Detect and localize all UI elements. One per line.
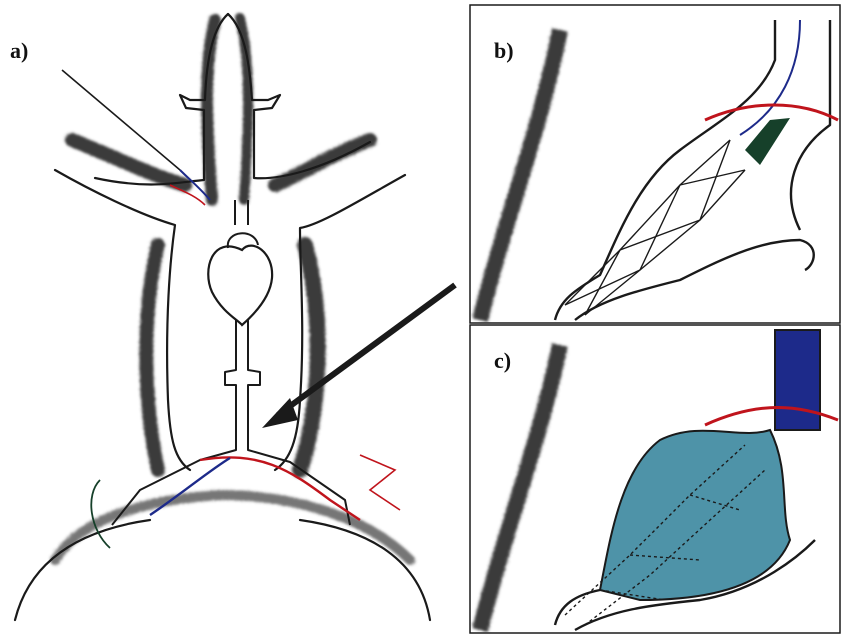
panel-a-mouse-diagram <box>15 14 455 620</box>
pointer-arrow-large <box>262 285 455 428</box>
panel-label-b: b) <box>494 38 514 64</box>
panel-label-a: a) <box>10 38 28 64</box>
vein-block-c <box>775 330 820 430</box>
panel-label-c: c) <box>494 348 511 374</box>
heart-shape <box>208 246 272 325</box>
red-catheter-right <box>360 455 400 510</box>
panel-b-stent-diagram <box>470 5 840 323</box>
panel-c-thrombus-diagram <box>470 325 840 633</box>
